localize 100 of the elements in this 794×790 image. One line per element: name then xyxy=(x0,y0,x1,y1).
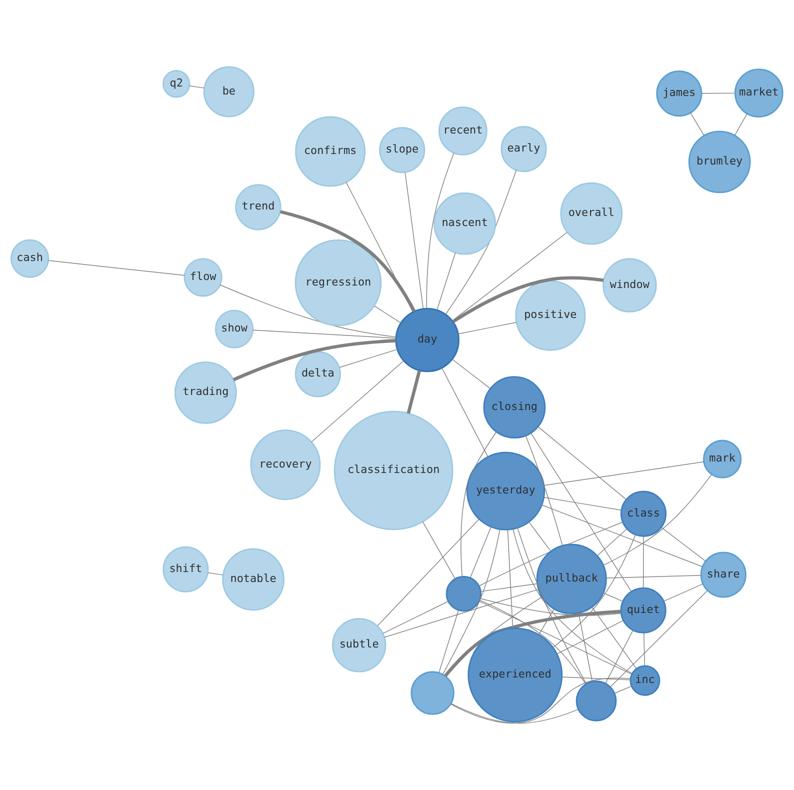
connector xyxy=(610,590,708,687)
connector xyxy=(661,526,706,561)
connector xyxy=(444,609,621,676)
node-circle: positive xyxy=(515,280,586,350)
node-circle: experienced xyxy=(468,627,563,722)
node-circle: inc xyxy=(630,664,660,696)
connector xyxy=(438,609,459,672)
node-circle: trading xyxy=(174,360,237,424)
connector xyxy=(384,588,539,638)
connector xyxy=(189,85,205,88)
connector xyxy=(603,474,712,566)
node-circle: day xyxy=(395,307,460,372)
node-circle: delta xyxy=(294,350,341,397)
connector xyxy=(442,528,500,674)
connector xyxy=(458,322,517,334)
connector xyxy=(525,434,563,546)
connector xyxy=(542,504,703,566)
connector xyxy=(436,252,456,310)
node-circle: early xyxy=(500,126,547,172)
connector xyxy=(220,284,396,337)
connector xyxy=(479,599,586,684)
connector xyxy=(603,592,623,602)
node-circle: recent xyxy=(438,106,488,155)
connector xyxy=(339,348,398,368)
connector xyxy=(426,152,454,308)
connector xyxy=(517,527,587,684)
connector xyxy=(561,676,631,680)
node-circle xyxy=(576,680,617,721)
node-circle: be xyxy=(203,66,254,117)
connector xyxy=(701,92,736,94)
node-circle: classification xyxy=(334,410,454,530)
node-circle: recovery xyxy=(250,429,321,500)
connector xyxy=(479,600,632,674)
node-circle: yesterday xyxy=(466,451,546,530)
node-circle: confirms xyxy=(295,116,366,186)
connector xyxy=(544,460,704,486)
connector xyxy=(404,172,424,309)
connector xyxy=(452,276,604,323)
connector xyxy=(664,583,704,602)
connector xyxy=(480,598,622,616)
connector xyxy=(374,305,402,323)
connector xyxy=(544,496,622,510)
connector xyxy=(478,521,623,586)
node-circle: flow xyxy=(184,258,222,296)
node-circle xyxy=(410,670,454,714)
connector xyxy=(538,426,626,500)
node-circle: shift xyxy=(162,546,209,592)
connector xyxy=(480,582,538,592)
node-circle: nascent xyxy=(434,192,496,254)
node-circle: class xyxy=(620,490,667,536)
connector xyxy=(512,528,632,674)
node-circle xyxy=(446,575,482,612)
connector xyxy=(452,232,568,321)
connector xyxy=(346,182,414,312)
connector xyxy=(48,260,186,276)
node-circle: notable xyxy=(222,548,285,610)
connector xyxy=(530,432,632,592)
connector xyxy=(232,338,396,381)
node-circle: regression xyxy=(294,238,382,326)
connector xyxy=(452,358,490,388)
node-circle: overall xyxy=(560,182,623,244)
connector xyxy=(377,518,480,626)
connector xyxy=(552,534,636,648)
connector xyxy=(446,596,542,677)
connector xyxy=(422,520,456,579)
node-circle: closing xyxy=(483,376,546,438)
node-circle: quiet xyxy=(620,586,666,633)
node-circle: pullback xyxy=(536,543,607,614)
connector xyxy=(382,600,449,634)
connector xyxy=(644,632,646,666)
connector xyxy=(470,526,492,578)
connector xyxy=(605,630,634,684)
connector xyxy=(445,169,517,314)
node-circle: trend xyxy=(235,184,282,230)
connector xyxy=(442,367,488,456)
connector xyxy=(208,572,224,575)
connector xyxy=(311,360,404,442)
connector xyxy=(450,702,579,724)
connector xyxy=(643,536,644,588)
connector xyxy=(460,431,497,576)
connector xyxy=(592,606,637,669)
node-circle: slope xyxy=(379,126,426,173)
node-circle: window xyxy=(602,258,657,312)
node-circle: market xyxy=(734,68,784,117)
node-circle: cash xyxy=(10,238,50,278)
node-circle: show xyxy=(214,309,254,348)
node-circle: brumley xyxy=(688,130,751,193)
connector xyxy=(252,329,396,338)
connector xyxy=(450,677,631,724)
connector xyxy=(538,608,554,634)
connector xyxy=(578,612,593,682)
connector xyxy=(528,521,552,552)
node-circle: subtle xyxy=(332,618,386,672)
connector xyxy=(734,112,748,135)
connector xyxy=(507,528,514,628)
node-circle: james xyxy=(656,70,702,116)
connector xyxy=(614,685,632,694)
connector xyxy=(597,528,628,556)
connector xyxy=(406,370,422,414)
node-circle: share xyxy=(700,551,746,598)
